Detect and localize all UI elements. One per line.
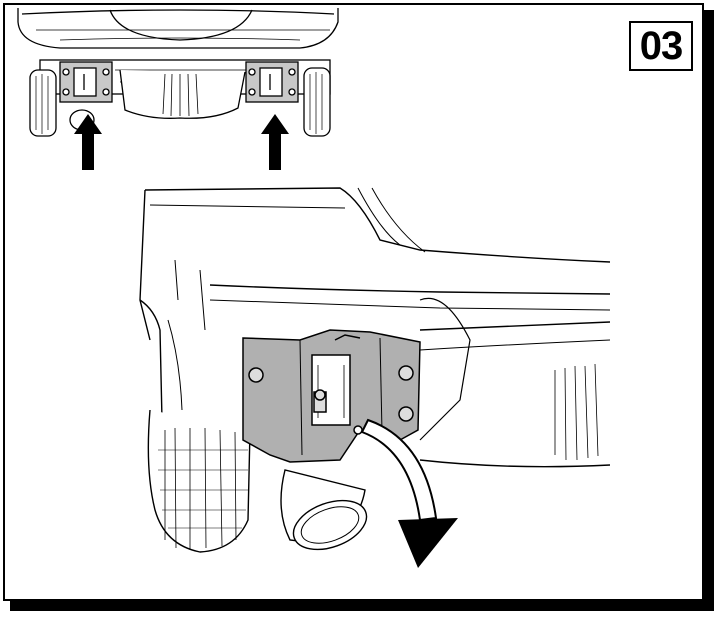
- step-number-badge: 03: [629, 21, 693, 71]
- arrow-up-icon: [261, 114, 289, 170]
- detail-figure: [139, 187, 611, 553]
- overview-figure: [17, 8, 339, 137]
- curved-arrow-down-icon: [360, 418, 458, 568]
- arrow-up-icon: [74, 114, 102, 170]
